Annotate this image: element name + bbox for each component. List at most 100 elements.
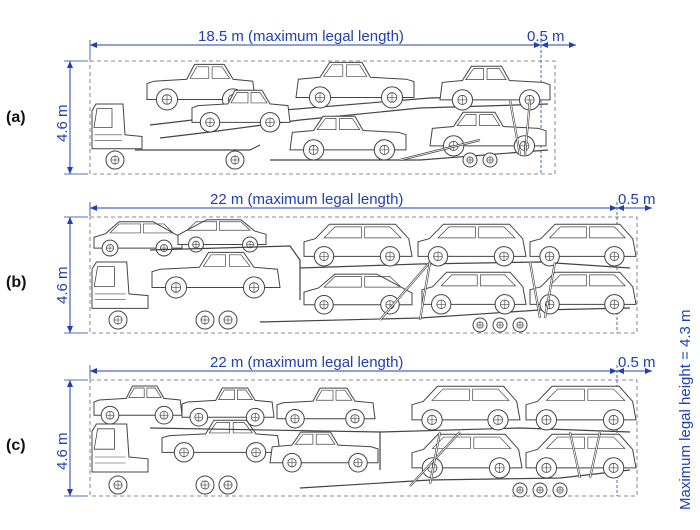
car — [525, 433, 637, 479]
chassis-frame — [135, 144, 261, 151]
car — [525, 385, 637, 431]
wheel — [431, 294, 452, 315]
ramp-strut — [428, 431, 442, 485]
wheel — [492, 317, 508, 333]
pickup-truck — [161, 419, 281, 463]
panel-b-drawing — [64, 202, 638, 334]
panel-a-envelope — [89, 60, 556, 175]
panel-b-height-dimension — [67, 217, 73, 333]
wheel — [602, 409, 625, 431]
panel-c-drawing — [64, 365, 638, 498]
wheel — [173, 442, 195, 463]
wheel — [108, 310, 128, 330]
wheel — [100, 405, 120, 425]
wheel — [101, 239, 119, 257]
wheel — [379, 246, 401, 267]
wheel — [552, 482, 568, 498]
arrow-head — [67, 326, 73, 333]
car — [421, 271, 527, 315]
wheel — [421, 409, 443, 431]
arrow-head — [610, 205, 617, 211]
wheel — [494, 294, 515, 315]
lower-deck — [299, 469, 631, 489]
wheel — [242, 276, 266, 299]
panel-c-length-label: 22 m (maximum legal length) — [210, 354, 404, 371]
panel-c-envelope — [89, 379, 638, 497]
panel-c-height-dimension — [67, 380, 73, 496]
panel-b-height-label: 4.6 m — [54, 266, 71, 304]
panel-b-label: (b) — [6, 274, 27, 291]
upper-deck — [299, 261, 631, 269]
ramp-strut — [588, 431, 602, 479]
arrow-head — [67, 61, 73, 68]
wheel — [195, 475, 215, 495]
car — [529, 223, 637, 267]
ramp-strut — [508, 99, 522, 156]
panel-b-overhang-label: 0.5 m — [618, 191, 656, 208]
panel-a-overhang-dimension — [541, 42, 576, 48]
pickup-truck — [191, 89, 291, 133]
panel-c-height-label: 4.6 m — [54, 432, 71, 470]
ramp-strut — [543, 261, 557, 319]
wheel — [512, 482, 528, 498]
wheel — [285, 409, 305, 429]
car — [411, 385, 521, 431]
wheel — [348, 453, 368, 473]
arrow-head — [569, 42, 576, 48]
arrow-head — [617, 205, 624, 211]
wheel — [282, 453, 302, 473]
arrow-head — [645, 368, 652, 374]
arrow-head — [90, 42, 97, 48]
wheel — [189, 407, 209, 427]
panel-a-label: (a) — [6, 109, 26, 126]
arrow-head — [67, 489, 73, 496]
pickup-truck — [289, 115, 407, 161]
panel-b-length-label: 22 m (maximum legal length) — [210, 191, 404, 208]
wheel — [427, 246, 449, 267]
car — [303, 223, 413, 267]
car — [411, 433, 523, 479]
wheel — [345, 409, 365, 429]
lower-deck — [270, 149, 549, 161]
wheel — [199, 112, 221, 133]
car — [417, 223, 527, 267]
wheel — [512, 317, 528, 333]
wheel — [218, 475, 238, 495]
tractor-cab — [91, 103, 143, 150]
arrow-head — [645, 205, 652, 211]
pickup-truck — [269, 431, 379, 473]
wheel — [539, 246, 560, 267]
panel-c-length-dimension — [90, 368, 617, 374]
arrow-head — [534, 42, 541, 48]
lower-deck — [259, 307, 631, 323]
panel-c-label: (c) — [6, 437, 26, 454]
wheel — [245, 442, 267, 463]
pickup-truck — [295, 61, 415, 109]
wheel — [314, 295, 334, 315]
panel-c-overhang-label: 0.5 m — [618, 354, 656, 371]
wheel — [373, 139, 396, 161]
wheel — [155, 239, 173, 257]
wheel — [602, 457, 625, 479]
tractor-cab — [91, 423, 149, 473]
panel-a-length-dimension — [90, 42, 541, 48]
car — [529, 271, 637, 315]
wheel — [308, 86, 332, 109]
panel-a-length-label: 18.5 m (maximum legal length) — [198, 28, 404, 45]
arrow-head — [610, 368, 617, 374]
rigid-deck — [149, 245, 301, 300]
panel-b-length-dimension — [90, 205, 617, 211]
wheel — [108, 475, 128, 495]
pickup-truck — [181, 387, 275, 427]
ramp-strut — [418, 261, 432, 321]
wheel — [302, 139, 325, 161]
arrow-head — [67, 167, 73, 174]
pickup-truck — [93, 385, 183, 425]
ramp-strut — [568, 431, 582, 479]
wheel — [154, 405, 174, 425]
pickup-truck — [276, 387, 376, 429]
wheel — [539, 294, 560, 315]
wheel — [482, 152, 498, 168]
